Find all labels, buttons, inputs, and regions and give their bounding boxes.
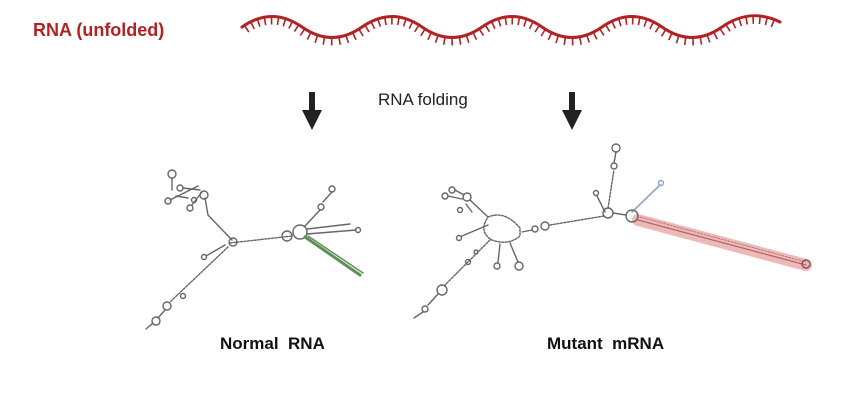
nucleotide-tick: [338, 36, 341, 45]
nucleotide-tick: [578, 36, 582, 45]
nucleotide-tick: [442, 36, 446, 45]
rna-unfolded-label: RNA (unfolded): [33, 20, 165, 40]
nucleotide-tick: [637, 17, 641, 26]
nucleotide-tick: [738, 18, 743, 27]
nucleotide-tick: [611, 20, 616, 29]
nucleotide-tick: [358, 28, 364, 37]
nucleotide-tick: [604, 24, 611, 32]
nucleotide-tick: [504, 16, 508, 26]
down-arrow-left: [302, 92, 322, 130]
nucleotide-tick: [598, 28, 605, 36]
nucleotide-tick: [534, 24, 541, 33]
nucleotide-tick: [699, 36, 703, 45]
nucleotide-tick: [667, 32, 673, 41]
nucleotide-tick: [523, 18, 528, 27]
nucleotide-tick: [377, 18, 382, 27]
nucleotide-tick: [649, 21, 655, 30]
nucleotide-tick: [408, 21, 414, 30]
nucleotide-tick: [282, 18, 287, 27]
nucleotide-tick: [434, 34, 439, 44]
nucleotide-tick: [420, 28, 426, 37]
nucleotide-tick: [427, 32, 433, 41]
normal-rna-structure: [145, 169, 364, 330]
nucleotide-tick: [306, 31, 312, 40]
nucleotide-tick: [528, 21, 534, 30]
nucleotide-tick: [517, 17, 521, 26]
nucleotide-tick: [540, 28, 547, 37]
nucleotide-tick: [660, 28, 667, 37]
nucleotide-tick: [396, 16, 400, 26]
nucleotide-tick: [712, 31, 719, 40]
nucleotide-tick: [770, 19, 775, 28]
nucleotide-tick: [497, 18, 502, 27]
nucleotide-tick: [624, 16, 628, 26]
nucleotide-tick: [299, 28, 306, 36]
nucleotide-tick: [563, 36, 567, 46]
nucleotide-tick: [585, 34, 591, 43]
nucleotide-tick: [322, 36, 326, 45]
nucleotide-tick: [706, 34, 711, 43]
nucleotide-tick: [478, 28, 485, 37]
nucleotide-tick: [314, 34, 319, 43]
normal-rna-caption: Normal RNA: [220, 334, 325, 353]
nucleotide-tick: [288, 20, 294, 29]
nucleotide-tick: [719, 27, 725, 36]
nucleotide-tick: [555, 35, 560, 44]
nucleotide-tick: [654, 25, 661, 33]
nucleotide-tick: [745, 16, 749, 25]
nucleotide-tick: [592, 31, 598, 40]
nucleotide-tick: [364, 24, 370, 33]
nucleotide-tick: [345, 35, 350, 44]
nucleotide-tick: [458, 36, 462, 45]
nucleotide-tick: [414, 24, 420, 33]
nucleotide-tick: [617, 18, 622, 27]
mutant-mrna-structure: [413, 143, 812, 319]
nucleotide-tick: [293, 24, 300, 33]
nucleotide-tick: [490, 21, 496, 29]
nucleotide-tick: [256, 18, 261, 27]
nucleotide-tick: [484, 24, 491, 33]
nucleotide-tick: [402, 18, 407, 27]
nucleotide-tick: [764, 17, 769, 26]
rna-folding-label: RNA folding: [378, 90, 468, 109]
unfolded-rna-strand: [240, 14, 782, 46]
nucleotide-tick: [351, 32, 357, 41]
nucleotide-tick: [276, 16, 280, 26]
nucleotide-tick: [243, 24, 250, 33]
nucleotide-tick: [384, 16, 387, 26]
nucleotide-tick: [249, 21, 256, 30]
nucleotide-tick: [643, 18, 648, 27]
nucleotide-tick: [472, 32, 478, 40]
nucleotide-tick: [731, 20, 737, 29]
nucleotide-tick: [675, 35, 680, 44]
down-arrow-right: [562, 92, 582, 130]
mutant-mrna-caption: Mutant mRNA: [547, 334, 665, 353]
nucleotide-tick: [263, 17, 267, 26]
nucleotide-tick: [758, 15, 761, 25]
nucleotide-tick: [683, 36, 687, 46]
nucleotide-tick: [465, 34, 470, 43]
nucleotide-tick: [547, 32, 553, 41]
nucleotide-tick: [725, 23, 731, 32]
nucleotide-tick: [370, 21, 376, 30]
